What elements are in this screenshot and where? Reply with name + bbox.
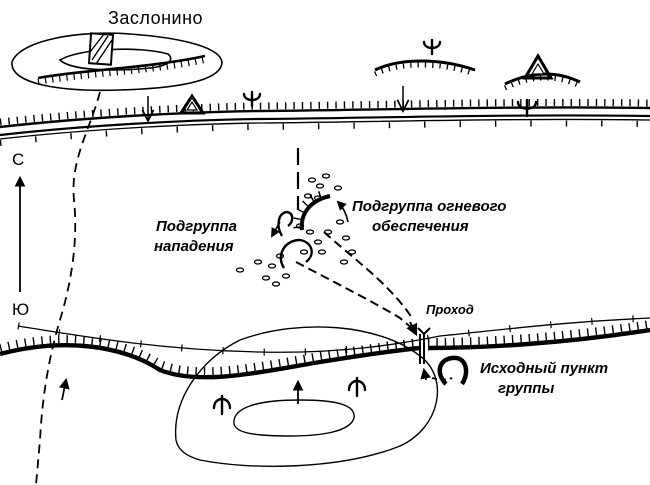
fire-support-label-line2: обеспечения [372,218,469,235]
road-line [17,314,650,356]
terrain-contours [174,326,439,468]
observation-post-inner [185,62,546,111]
attack-direction-arrows [148,86,403,120]
group-routes [295,231,415,331]
assault-label-line1: Подгруппа [156,218,238,235]
village-building [87,32,115,66]
fire-support-subgroup-icon [293,189,331,231]
fire-support-arrow [336,200,349,223]
group-start-point-icon [431,355,469,386]
enemy-trench-line [0,98,650,146]
assault-arrow [271,221,281,238]
fire-support-label-line1: Подгруппа огневого [352,198,507,215]
village-hill [11,32,223,92]
assault-label-line2: нападения [154,238,234,255]
friendly-trench-line [0,320,650,380]
compass-south: Ю [12,300,30,319]
start-arrow [420,367,431,381]
observation-post-icon [178,53,554,115]
start-point-label-line1: Исходный пункт [480,360,609,377]
weapon-icon-lower [212,376,367,416]
village-building-hatch [89,33,113,65]
weapon-icon [242,38,538,118]
start-point-label-line2: группы [498,380,555,397]
passage-label: Проход [426,302,474,317]
village-name: Заслонино [108,8,204,28]
approach-route [35,91,101,485]
compass-north: С [12,150,25,169]
assault-subgroup-icon [277,210,313,269]
left-arrow [59,377,70,401]
passage-arrowhead [406,321,418,337]
enemy-position-arc-2-ticks [503,75,582,91]
enemy-position-arc-1 [374,59,476,72]
obstacle-dots [235,173,357,287]
